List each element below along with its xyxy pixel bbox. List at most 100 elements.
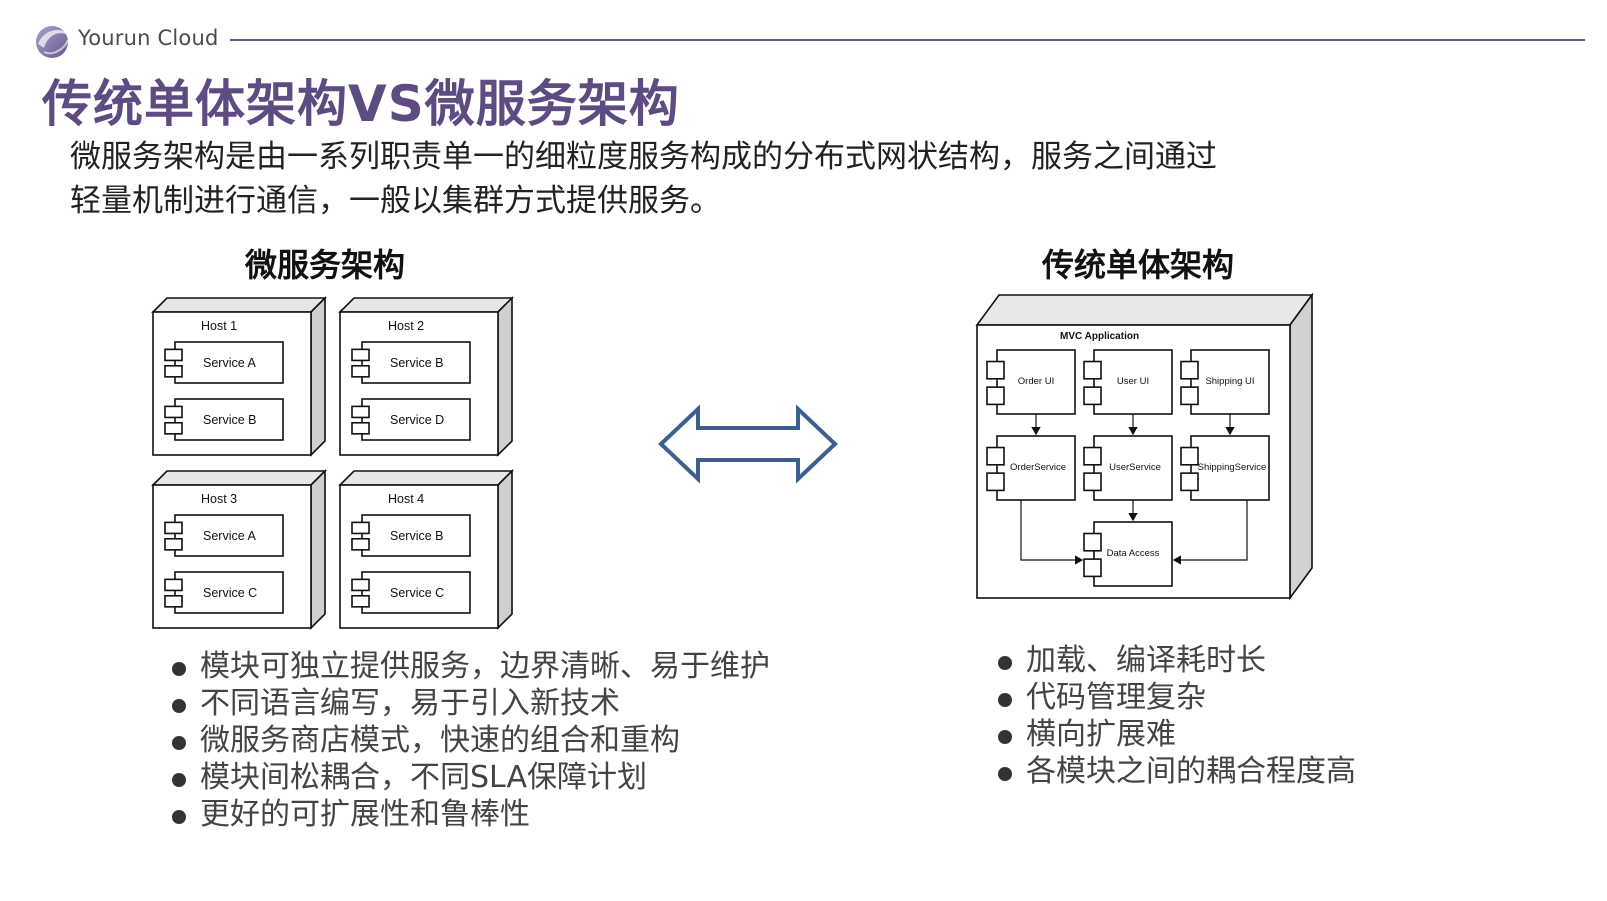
component-tab — [351, 364, 370, 378]
app-top-face — [975, 294, 1314, 326]
header-divider — [230, 39, 1585, 41]
page-title: 传统单体架构VS微服务架构 — [42, 75, 680, 133]
microservice-bullet-list: 模块可独立提供服务，边界清晰、易于维护不同语言编写，易于引入新技术微服务商店模式… — [172, 648, 770, 833]
host-side-face — [310, 296, 326, 457]
ui-component — [996, 349, 1076, 415]
component-tab — [164, 578, 183, 592]
component-tab — [1083, 532, 1102, 552]
component-tab — [351, 521, 370, 535]
host-node: Host 3 Service A Service C — [151, 469, 327, 630]
component-tab — [164, 348, 183, 362]
app-side-face — [1289, 292, 1313, 601]
component-tab — [986, 360, 1005, 380]
component-tab — [1083, 360, 1102, 380]
microservice-diagram: Host 1 Service A Service B Host 2 Service B S… — [151, 296, 514, 630]
ui-component-label: Shipping UI — [1205, 376, 1254, 387]
service-label: Service C — [203, 586, 257, 600]
service-component-label: OrderService — [1010, 462, 1066, 473]
service-component — [174, 341, 284, 384]
ui-component — [1093, 349, 1173, 415]
brand-logo: Yourun Cloud — [30, 18, 220, 62]
host-side-face — [497, 296, 513, 457]
service-label: Service C — [390, 586, 444, 600]
service-component — [361, 341, 471, 384]
component-tab — [986, 446, 1005, 466]
component-tab — [164, 594, 183, 608]
host-label: Host 3 — [201, 492, 237, 506]
intro-line-2: 轻量机制进行通信，一般以集群方式提供服务。 — [70, 183, 721, 219]
host-node: Host 4 Service B Service C — [338, 469, 514, 630]
service-component — [996, 435, 1076, 501]
component-tab — [1180, 360, 1199, 380]
component-tab — [164, 421, 183, 435]
service-component-label: ShippingService — [1198, 462, 1267, 473]
host-top-face — [151, 297, 327, 313]
data-access-component — [1093, 521, 1173, 587]
ui-component-label: Order UI — [1018, 376, 1054, 387]
service-component — [1190, 435, 1270, 501]
service-label: Service B — [390, 529, 444, 543]
bullet-item: 横向扩展难 — [998, 716, 1356, 753]
service-label: Service B — [203, 413, 257, 427]
ui-component-label: User UI — [1117, 376, 1149, 387]
component-tab — [351, 348, 370, 362]
host-label: Host 4 — [388, 492, 424, 506]
service-label: Service D — [390, 413, 444, 427]
service-component — [361, 514, 471, 557]
service-label: Service B — [390, 356, 444, 370]
data-access-label: Data Access — [1107, 548, 1160, 559]
bullet-item: 微服务商店模式，快速的组合和重构 — [172, 722, 770, 759]
bullet-item: 代码管理复杂 — [998, 679, 1356, 716]
component-tab — [351, 578, 370, 592]
microservice-title: 微服务架构 — [245, 246, 406, 284]
service-component — [361, 571, 471, 614]
service-component — [174, 398, 284, 441]
monolith-title: 传统单体架构 — [1042, 246, 1235, 284]
component-tab — [1083, 558, 1102, 578]
component-tab — [351, 405, 370, 419]
flow-arrow — [1020, 500, 1084, 565]
service-component — [174, 571, 284, 614]
component-tab — [164, 405, 183, 419]
component-tab — [986, 472, 1005, 492]
component-tab — [164, 537, 183, 551]
component-tab — [1180, 446, 1199, 466]
logo-swirl-icon — [36, 26, 70, 58]
brand-name: Yourun Cloud — [78, 26, 219, 50]
component-tab — [351, 421, 370, 435]
bullet-item: 更好的可扩展性和鲁棒性 — [172, 796, 770, 833]
host-node: Host 1 Service A Service B — [151, 296, 327, 457]
bullet-item: 模块间松耦合，不同SLA保障计划 — [172, 759, 770, 796]
monolith-bullet-list: 加载、编译耗时长代码管理复杂横向扩展难各模块之间的耦合程度高 — [998, 642, 1356, 790]
host-label: Host 2 — [388, 319, 424, 333]
service-component — [1093, 435, 1173, 501]
component-tab — [1180, 386, 1199, 406]
host-top-face — [338, 470, 514, 486]
component-tab — [1083, 472, 1102, 492]
app-label: MVC Application — [1060, 331, 1139, 342]
host-side-face — [497, 469, 513, 630]
component-tab — [164, 521, 183, 535]
component-tab — [164, 364, 183, 378]
service-label: Service A — [203, 356, 256, 370]
flow-arrow — [1172, 500, 1248, 565]
bullet-item: 各模块之间的耦合程度高 — [998, 753, 1356, 790]
component-tab — [986, 386, 1005, 406]
bullet-item: 加载、编译耗时长 — [998, 642, 1356, 679]
bullet-item: 不同语言编写，易于引入新技术 — [172, 685, 770, 722]
component-tab — [1083, 446, 1102, 466]
component-tab — [351, 594, 370, 608]
host-top-face — [151, 470, 327, 486]
intro-line-1: 微服务架构是由一系列职责单一的细粒度服务构成的分布式网状结构，服务之间通过 — [70, 139, 1217, 175]
service-label: Service A — [203, 529, 256, 543]
host-side-face — [310, 469, 326, 630]
host-label: Host 1 — [201, 319, 237, 333]
intro-text: 微服务架构是由一系列职责单一的细粒度服务构成的分布式网状结构，服务之间通过 轻量… — [70, 135, 1470, 223]
service-component-label: UserService — [1109, 462, 1161, 473]
host-top-face — [338, 297, 514, 313]
ui-component — [1190, 349, 1270, 415]
component-tab — [1180, 472, 1199, 492]
component-tab — [1083, 386, 1102, 406]
host-node: Host 2 Service B Service D — [338, 296, 514, 457]
bullet-item: 模块可独立提供服务，边界清晰、易于维护 — [172, 648, 770, 685]
